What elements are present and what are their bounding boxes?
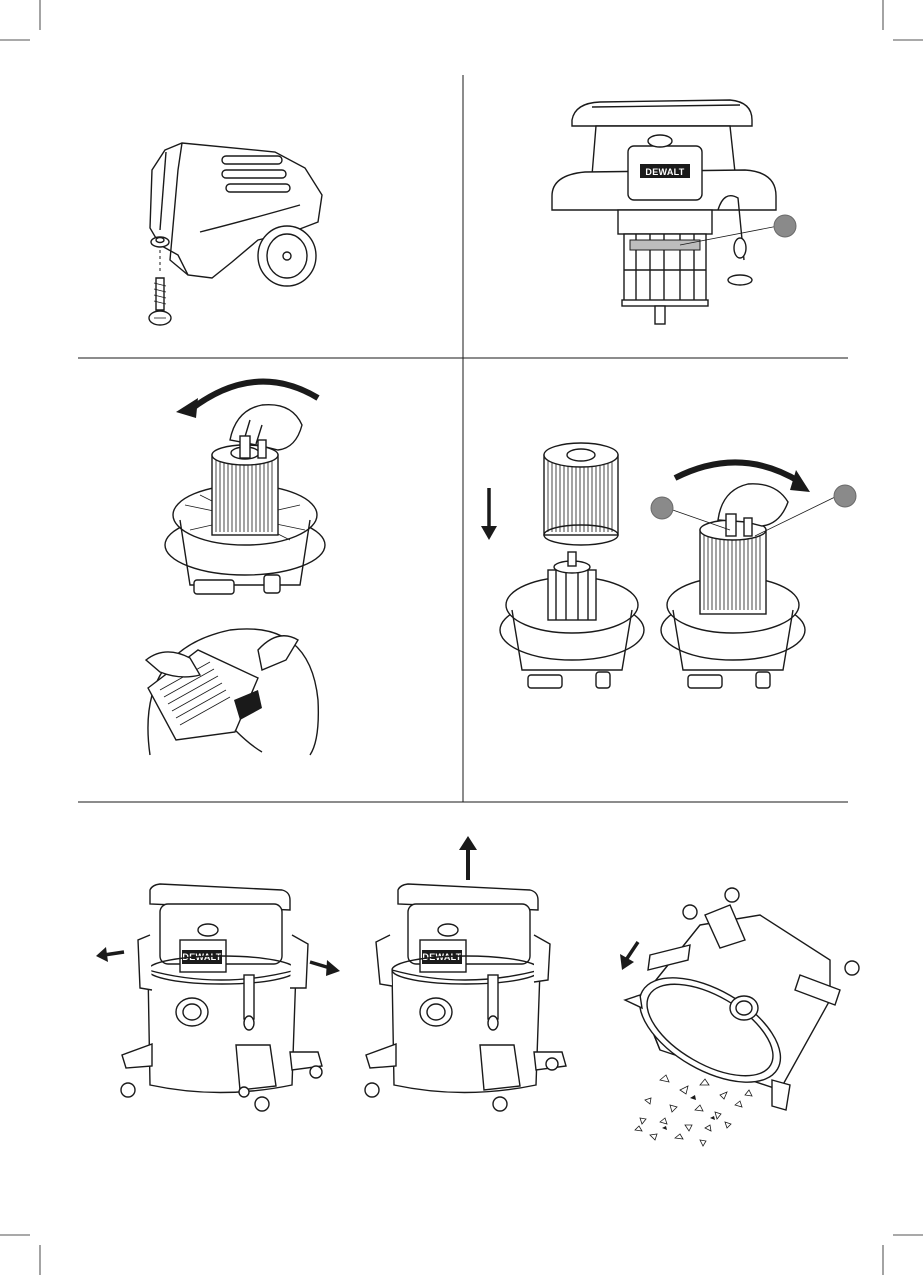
filter-cage-illustration: DEWALT — [552, 100, 796, 324]
callout-1-b — [834, 485, 856, 507]
callout-2 — [651, 497, 673, 519]
install-filter-illustration — [481, 443, 856, 688]
vacuum-latches-open: DEWALT — [96, 884, 340, 1111]
empty-tank-illustration: DEWALT DEW — [96, 836, 859, 1146]
clean-filter-illustration — [146, 629, 318, 755]
vacuum-tank-tipped — [620, 888, 859, 1146]
logo-text: DEWALT — [645, 167, 684, 177]
remove-filter-illustration — [165, 382, 325, 594]
callout-1 — [774, 215, 796, 237]
vacuum-lift-head: DEWALT — [365, 884, 566, 1111]
debris — [635, 1075, 752, 1146]
caster-screw-illustration — [149, 143, 322, 325]
